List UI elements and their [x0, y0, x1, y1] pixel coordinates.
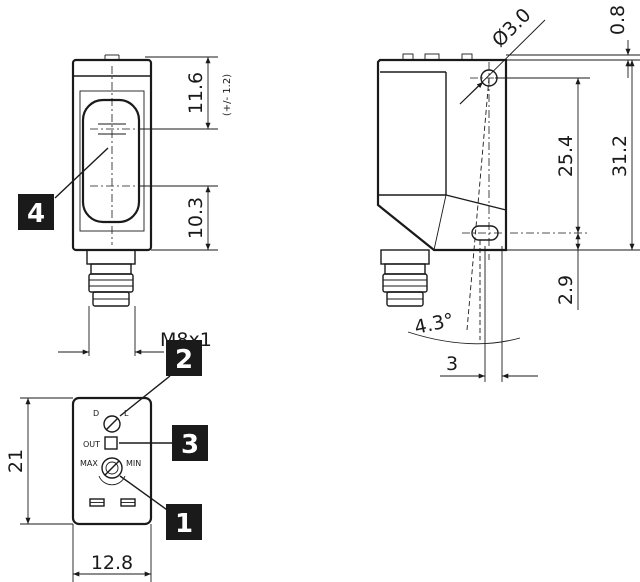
dim-11-6: 11.6: [185, 72, 207, 114]
rear-housing: [71, 396, 153, 526]
svg-text:4: 4: [27, 199, 45, 229]
sensitivity-dial: [101, 457, 123, 479]
callout-1: 1: [166, 504, 202, 540]
output-indicator: [104, 436, 118, 450]
dim-3: 3: [446, 353, 458, 375]
front-connector: [86, 249, 136, 307]
dim-25-4: 25.4: [555, 135, 577, 177]
svg-text:1: 1: [175, 509, 193, 539]
side-connector: [380, 249, 430, 307]
callout-3: 3: [172, 425, 208, 461]
dim-0-8: 0.8: [607, 5, 629, 35]
dim-2-9: 2.9: [555, 275, 577, 305]
svg-text:2: 2: [175, 345, 193, 375]
label-out: OUT: [83, 440, 100, 449]
dim-hole-diameter: Ø3.0: [488, 4, 535, 51]
dim-31-2: 31.2: [609, 135, 631, 177]
svg-text:3: 3: [181, 430, 199, 460]
front-view: 11.6 (+/- 1.2) 10.3 M8x1: [54, 54, 233, 356]
callout-2: 2: [166, 340, 202, 376]
label-d: D: [93, 409, 99, 418]
dim-10-3: 10.3: [185, 197, 207, 239]
callout-4: 4: [18, 194, 54, 230]
side-housing: [376, 58, 508, 252]
dim-12-8: 12.8: [91, 552, 133, 574]
dim-21: 21: [5, 449, 27, 473]
label-l: L: [124, 409, 129, 418]
dim-11-6-tolerance: (+/- 1.2): [222, 74, 233, 116]
label-min: MIN: [126, 459, 141, 468]
dim-angle: 4.3°: [412, 309, 455, 339]
side-view: Ø3.0 0.8 25.4 31.2 2.9 4.3° 3: [376, 4, 640, 382]
rear-view: D L OUT MAX MIN 21 12.8: [5, 375, 172, 582]
front-lens: [81, 98, 141, 224]
mode-dial: [103, 415, 121, 433]
label-max: MAX: [80, 459, 98, 468]
